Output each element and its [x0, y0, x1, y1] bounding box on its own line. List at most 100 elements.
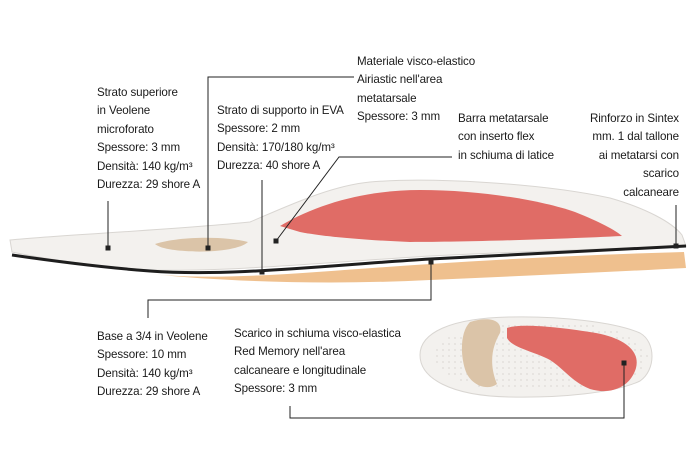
perforation-dot: [454, 337, 456, 339]
perforation-dot: [454, 355, 456, 357]
perforation-dot: [634, 349, 636, 351]
perforation-dot: [526, 355, 528, 357]
marker-strato-supporto: [259, 269, 265, 275]
perforation-dot: [436, 361, 438, 363]
label-line: ai metatarsi con: [598, 148, 679, 162]
perforation-dot: [466, 379, 468, 381]
perforation-dot: [496, 349, 498, 351]
perforation-dot: [442, 355, 444, 357]
perforation-dot: [634, 343, 636, 345]
perforation-dot: [616, 337, 618, 339]
label-line: Rinforzo in Sintex: [589, 112, 679, 125]
perforation-dot: [526, 385, 528, 387]
label-line: Spessore: 10 mm: [97, 348, 187, 362]
perforation-dot: [436, 355, 438, 357]
perforation-dot: [454, 367, 456, 369]
perforation-dot: [496, 343, 498, 345]
perforation-dot: [526, 361, 528, 363]
perforation-dot: [508, 385, 510, 387]
marker-scarico: [621, 360, 627, 366]
perforation-dot: [508, 367, 510, 369]
perforation-dot: [544, 373, 546, 375]
perforation-dot: [544, 385, 546, 387]
perforation-dot: [532, 385, 534, 387]
perforation-dot: [454, 349, 456, 351]
perforation-dot: [550, 367, 552, 369]
perforation-dot: [544, 367, 546, 369]
perforation-dot: [556, 373, 558, 375]
perforation-dot: [640, 361, 642, 363]
perforation-dot: [634, 373, 636, 375]
perforation-dot: [502, 343, 504, 345]
perforation-dot: [544, 325, 546, 327]
perforation-dot: [538, 373, 540, 375]
label-line: Strato superiore: [97, 86, 178, 99]
perforation-dot: [568, 325, 570, 327]
perforation-dot: [538, 385, 540, 387]
perforation-dot: [514, 367, 516, 369]
perforation-dot: [460, 361, 462, 363]
perforation-dot: [592, 331, 594, 333]
perforation-dot: [508, 355, 510, 357]
perforation-dot: [502, 325, 504, 327]
perforation-dot: [580, 325, 582, 327]
perforation-dot: [460, 367, 462, 369]
perforation-dot: [598, 331, 600, 333]
perforation-dot: [538, 355, 540, 357]
perforation-dot: [502, 349, 504, 351]
leader-dots: [105, 238, 679, 366]
perforation-dot: [604, 331, 606, 333]
red-foam-top: [507, 325, 637, 392]
perforation-dot: [556, 325, 558, 327]
perforation-dot: [508, 373, 510, 375]
perforation-dot: [532, 361, 534, 363]
perforation-dot: [508, 343, 510, 345]
perforation-dot: [640, 367, 642, 369]
perforation-dot: [532, 367, 534, 369]
perforation-dot: [454, 373, 456, 375]
perforation-dot: [454, 361, 456, 363]
perforation-dot: [496, 355, 498, 357]
perforation-dot: [508, 361, 510, 363]
label-line: Spessore: 3 mm: [97, 141, 181, 155]
perforation-dot: [646, 355, 648, 357]
perforation-dot: [544, 379, 546, 381]
perforation-dot: [520, 349, 522, 351]
perforation-dot: [568, 385, 570, 387]
perforation-dot: [562, 385, 564, 387]
perforation-dot: [556, 379, 558, 381]
perforation-dot: [448, 373, 450, 375]
label-line: Durezza: 29 shore A: [97, 385, 201, 399]
perforation-dot: [628, 337, 630, 339]
perforation-dot: [538, 361, 540, 363]
perforation-dot: [460, 355, 462, 357]
perforation-dot: [496, 361, 498, 363]
perforation-dot: [514, 379, 516, 381]
perforation-dot: [502, 379, 504, 381]
perforation-dot: [514, 361, 516, 363]
label-line: Barra metatarsale: [458, 112, 549, 125]
perforation-dot: [520, 373, 522, 375]
leader-scarico: [289, 363, 625, 419]
perforation-dot: [562, 325, 564, 327]
perforation-dot: [628, 343, 630, 345]
perforation-dot: [616, 331, 618, 333]
perforation-dot: [502, 361, 504, 363]
perforation-dot: [520, 379, 522, 381]
label-line: Airiastic nell'area: [357, 73, 443, 87]
leader-base: [147, 262, 432, 318]
perforation-dot: [448, 337, 450, 339]
label-line: metatarsale: [357, 91, 417, 105]
perforation-dot: [580, 385, 582, 387]
label-line: Densità: 140 kg/m³: [97, 159, 193, 173]
perforation-dot: [442, 361, 444, 363]
perforation-dot: [496, 385, 498, 387]
perforation-dot: [502, 367, 504, 369]
beige-cushion-side: [155, 237, 248, 252]
marker-materiale-visco: [205, 245, 211, 251]
perforation-dot: [640, 349, 642, 351]
perforation-dot: [526, 379, 528, 381]
beige-cushion-top: [461, 319, 501, 388]
